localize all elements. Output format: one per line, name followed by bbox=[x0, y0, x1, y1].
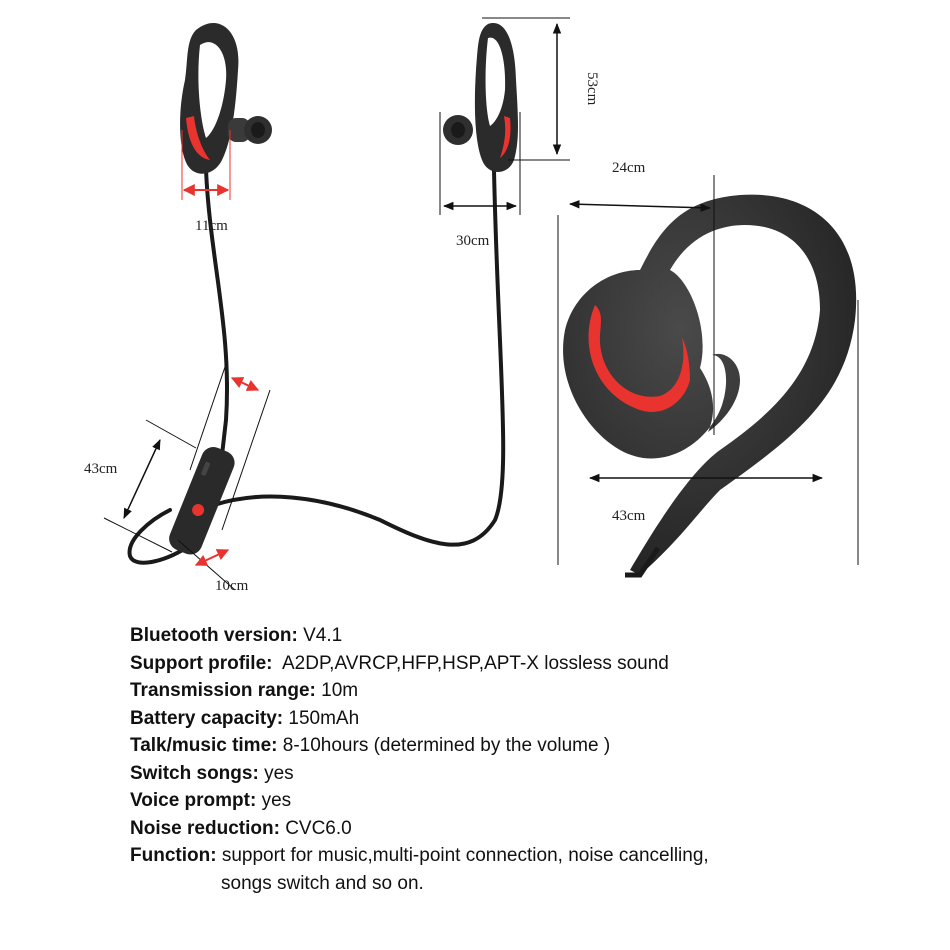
dim-label-right-earpiece: 30cm bbox=[456, 233, 490, 249]
spec-function: Function: support for music,multi-point … bbox=[130, 845, 709, 866]
dim-label-hook-top: 24cm bbox=[612, 160, 646, 176]
dim-hook-bottom: 43cm bbox=[557, 215, 859, 565]
inline-remote bbox=[169, 447, 235, 555]
spec-support-profile: Support profile: A2DP,AVRCP,HFP,HSP,APT-… bbox=[130, 652, 669, 674]
spec-noise-reduction: Noise reduction: CVC6.0 bbox=[130, 817, 352, 839]
dim-label-hook-bottom: 43cm bbox=[612, 508, 646, 524]
left-earphone bbox=[180, 23, 272, 174]
dim-hook-height: 53cm bbox=[482, 17, 600, 161]
product-dimension-diagram: 11cm 30cm 53cm 43cm 10cm 24cm bbox=[84, 17, 859, 594]
right-earphone bbox=[443, 23, 518, 173]
dim-left-earpiece: 11cm bbox=[181, 130, 231, 234]
earphone-cable bbox=[127, 168, 506, 565]
spec-function-continuation: songs switch and so on. bbox=[221, 872, 424, 894]
dim-label-hook-height: 53cm bbox=[584, 72, 600, 106]
dim-label-left-earpiece: 11cm bbox=[195, 218, 228, 234]
dim-label-remote-width: 10cm bbox=[215, 578, 249, 594]
dim-remote-length: 43cm bbox=[84, 419, 197, 553]
dim-right-earpiece: 30cm bbox=[439, 112, 521, 249]
ear-hook-closeup bbox=[563, 194, 857, 578]
spec-transmission-range: Transmission range: 10m bbox=[130, 680, 359, 701]
dim-remote-width: 10cm bbox=[177, 363, 271, 594]
spec-battery-capacity: Battery capacity: 150mAh bbox=[130, 707, 360, 729]
dim-label-remote-length: 43cm bbox=[84, 461, 118, 477]
spec-talk-music-time: Talk/music time: 8-10hours (determined b… bbox=[130, 735, 611, 756]
spec-voice-prompt: Voice prompt: yes bbox=[130, 790, 292, 811]
spec-list: Bluetooth version: V4.1 Support profile:… bbox=[130, 622, 930, 897]
spec-bluetooth-version: Bluetooth version: V4.1 bbox=[130, 625, 343, 646]
dim-hook-top: 24cm bbox=[568, 160, 715, 435]
spec-switch-songs: Switch songs: yes bbox=[130, 762, 294, 784]
